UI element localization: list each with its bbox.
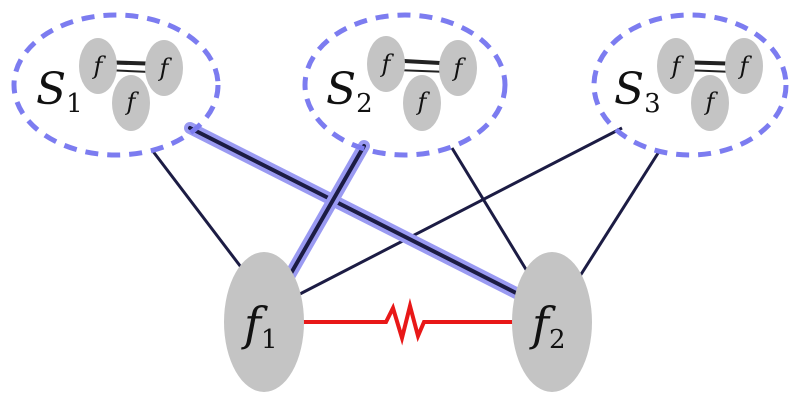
edge-s3-f1 [295, 126, 623, 298]
cluster-s2-node-bottom [403, 75, 441, 131]
cluster-s3-boundary [591, 12, 789, 158]
cluster-s1-boundary [11, 12, 221, 158]
resistor-zigzag [300, 298, 518, 346]
edge-s1-f1 [150, 149, 249, 276]
node-f2-circle [512, 252, 592, 392]
node-f1: f1 [224, 252, 304, 392]
resistor-edge [300, 298, 518, 346]
cluster-s3-node-left [657, 38, 695, 94]
node-f2: f2 [512, 252, 592, 392]
edge-s2-f1-highlight [280, 140, 370, 288]
cluster-s3: S3 f f f [591, 12, 789, 158]
cluster-s1-node-bottom [112, 75, 150, 131]
cluster-s2: S2 f f f [302, 12, 508, 158]
cluster-s3-node-bottom [691, 75, 729, 131]
edge-s3-f2 [578, 149, 662, 277]
node-f1-circle [224, 252, 304, 392]
cluster-s1: S1 f f f [11, 12, 221, 158]
edge-s1-f2-highlight [184, 122, 528, 302]
cluster-s2-node-left [367, 36, 405, 92]
cluster-s2-label: S2 [326, 64, 373, 119]
cluster-s3-label: S3 [614, 64, 661, 119]
cluster-s1-node-left [79, 38, 117, 94]
cluster-s3-node-right [725, 38, 763, 94]
thin-edges [150, 126, 662, 298]
cluster-s2-boundary [302, 12, 508, 158]
cluster-s1-node-right [145, 40, 183, 96]
highlight-edges [184, 122, 528, 302]
cluster-s1-label: S1 [36, 64, 83, 119]
edge-s2-f2 [450, 147, 532, 277]
cluster-s2-node-right [439, 40, 477, 96]
